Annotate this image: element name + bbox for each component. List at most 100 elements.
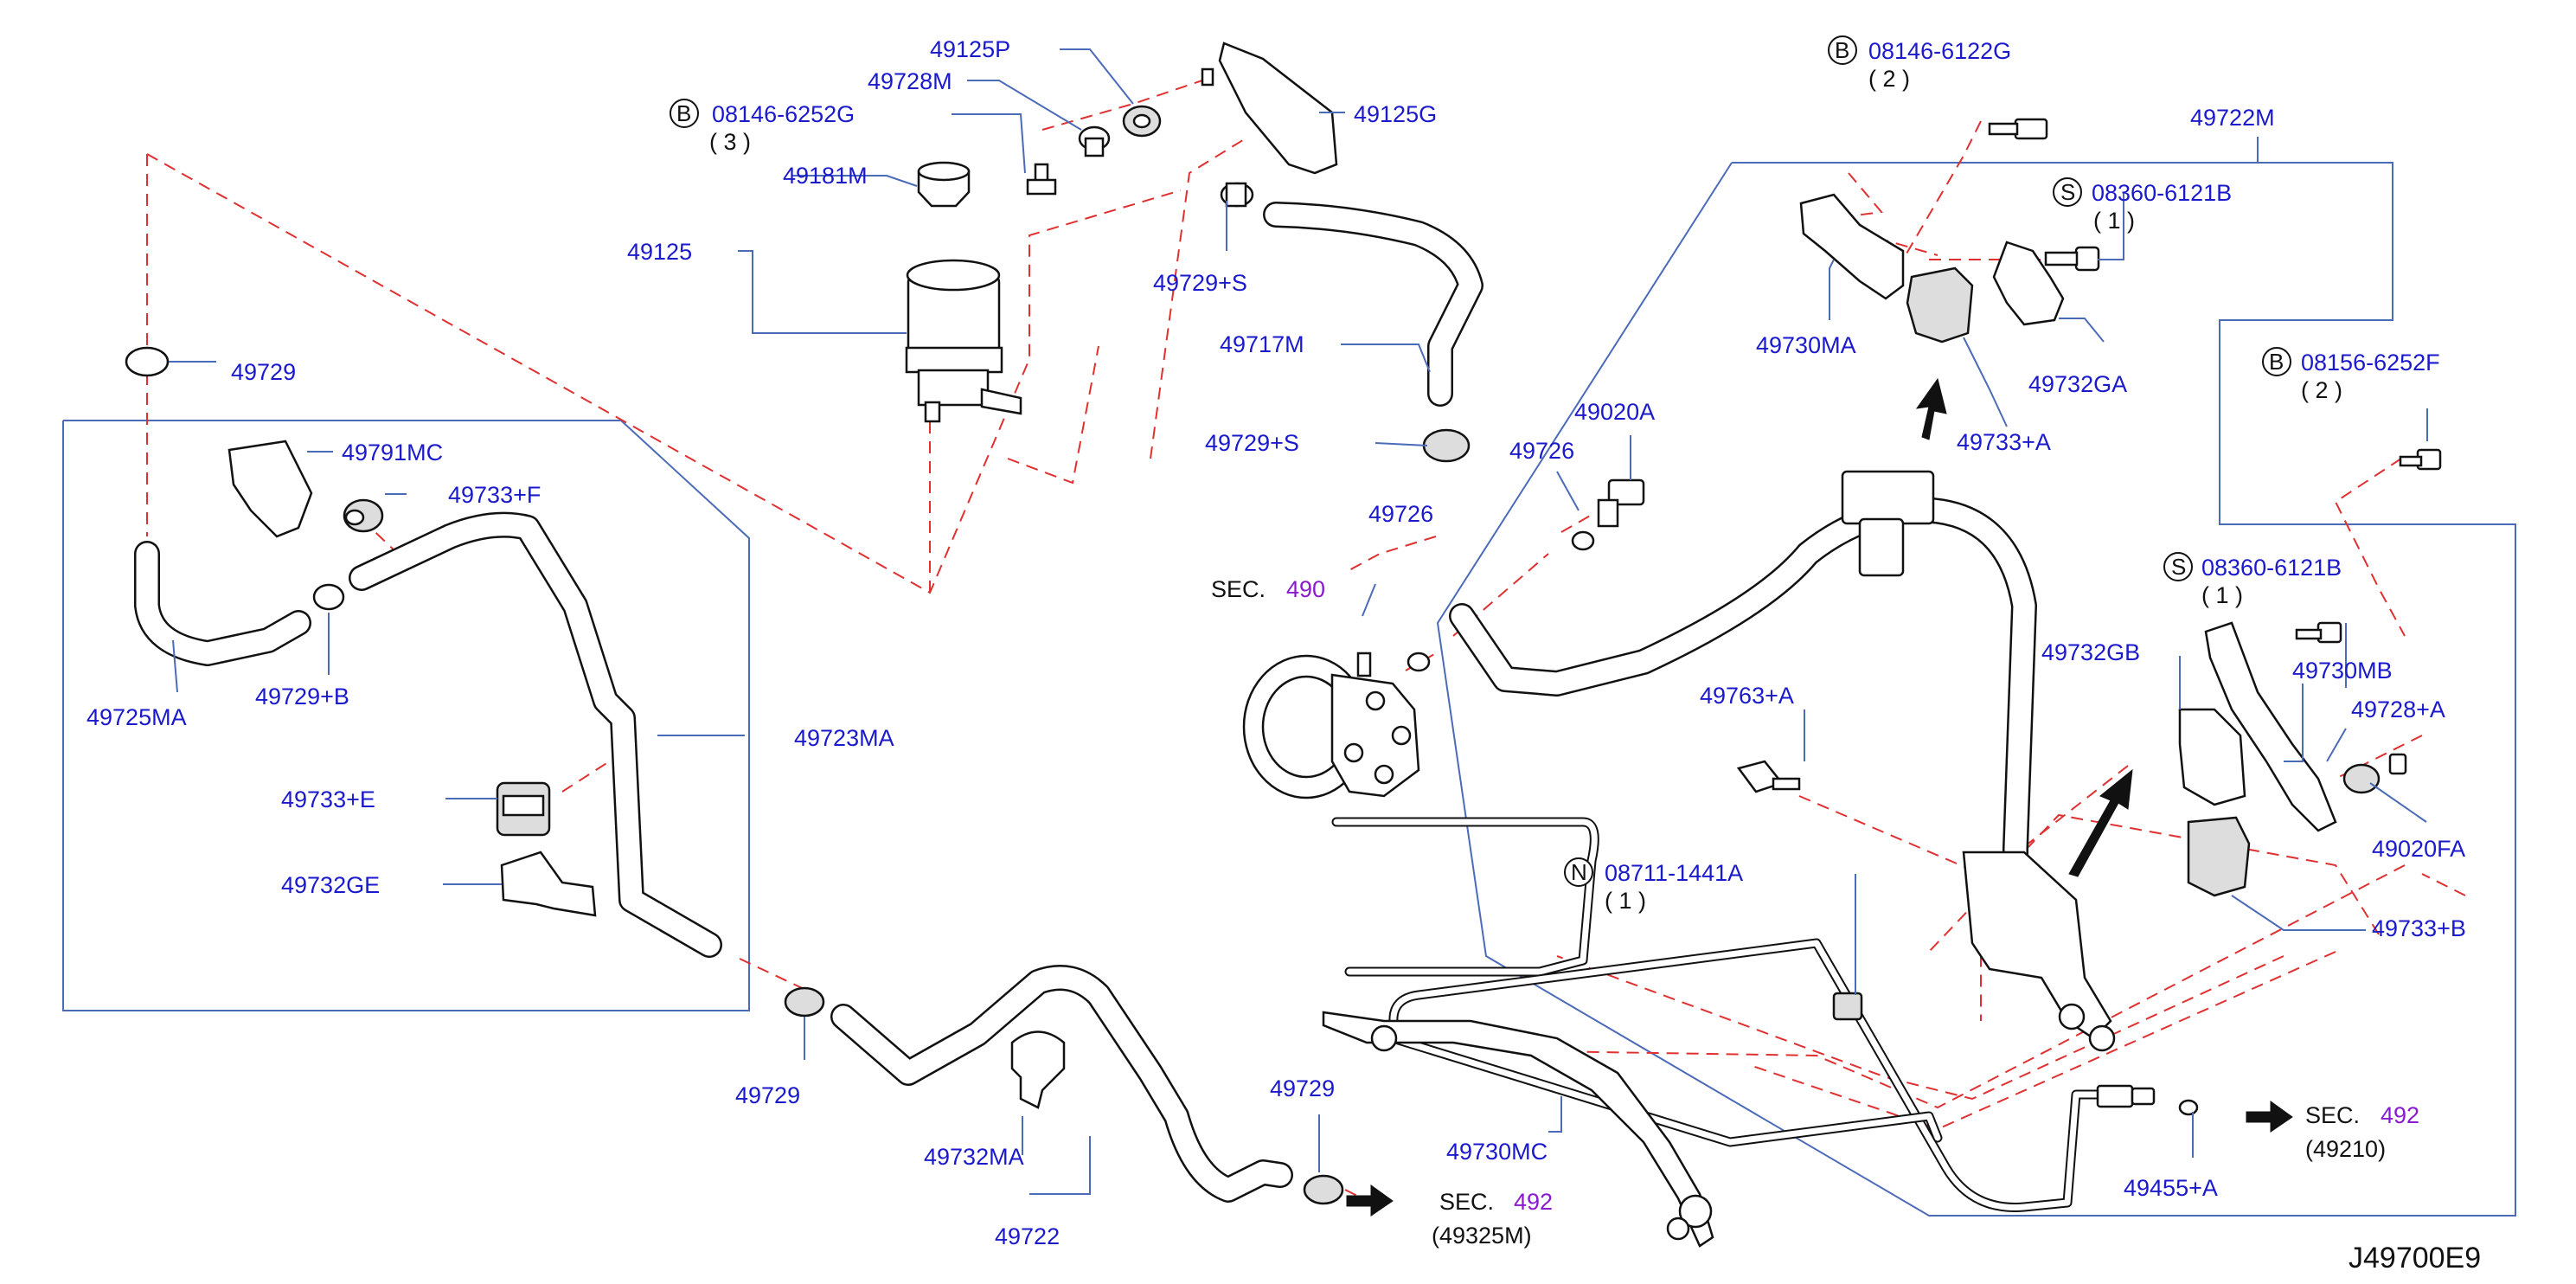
svg-text:SEC.: SEC. — [1211, 576, 1266, 602]
leader-lines — [169, 48, 2428, 1195]
diagram-reference-code: J49700E9 — [2349, 1242, 2481, 1274]
svg-text:SEC.: SEC. — [1439, 1189, 1494, 1215]
label-49455A: 49455+A — [2124, 1175, 2218, 1201]
bracket-49730MC — [1322, 1011, 1714, 1248]
bushing-49020FA — [2342, 763, 2381, 794]
label-49730MC: 49730MC — [1446, 1139, 1548, 1165]
hoses — [134, 202, 2037, 1203]
svg-text:B: B — [676, 100, 691, 126]
svg-text:492: 492 — [2381, 1102, 2419, 1128]
svg-text:08146-6122G: 08146-6122G — [1868, 38, 2011, 64]
svg-text:B: B — [1835, 37, 1849, 63]
arrow-up-lower — [2068, 768, 2133, 877]
bolt-08360-6121B-right — [2295, 621, 2342, 644]
label-49730MB: 49730MB — [2292, 658, 2393, 684]
svg-text:08156-6252F: 08156-6252F — [2301, 350, 2440, 376]
label-49763A: 49763+A — [1700, 683, 1794, 709]
clamp-49729S-top — [1220, 182, 1254, 208]
label-49732GB: 49732GB — [2041, 639, 2140, 665]
label-49125P: 49125P — [930, 36, 1010, 62]
clamp-49729-left — [125, 346, 170, 377]
svg-text:( 1 ): ( 1 ) — [2093, 208, 2135, 234]
nut-08711-1441A — [1832, 992, 1863, 1021]
label-49729B: 49729+B — [255, 684, 349, 709]
label-49729-left: 49729 — [231, 359, 296, 385]
arrow-right-right — [2246, 1101, 2293, 1133]
bracket-49730MA — [1799, 193, 1905, 300]
svg-text:S: S — [2171, 554, 2186, 580]
box-49722M — [1436, 162, 2516, 1217]
clamp-49729B — [312, 583, 345, 611]
svg-text:( 1 ): ( 1 ) — [2201, 582, 2243, 608]
grommet-49733E — [496, 781, 551, 837]
svg-text:08360-6121B: 08360-6121B — [2092, 180, 2232, 206]
grommet-49733B — [2187, 816, 2251, 897]
bolt-08156-6252F — [2399, 448, 2442, 471]
sec-492-right: SEC. 492 (49210) — [2305, 1102, 2419, 1162]
hose-lower-bracket — [1962, 851, 2116, 1052]
svg-text:( 2 ): ( 2 ) — [2301, 377, 2342, 403]
bushing-49125P — [1122, 105, 1162, 138]
label-49728M: 49728M — [868, 68, 952, 94]
arrow-right-bottom — [1346, 1184, 1394, 1217]
label-49729-bottom: 49729 — [735, 1082, 800, 1108]
labels: 49125P 49728M 49125G 49181M 49125 49729+… — [87, 36, 2481, 1274]
svg-text:(49325M): (49325M) — [1432, 1223, 1532, 1249]
bracket-49125G — [1201, 42, 1338, 175]
label-49732GA: 49732GA — [2028, 371, 2127, 397]
label-49730MA: 49730MA — [1756, 332, 1856, 358]
box-49723MA — [62, 420, 750, 1011]
label-49125G: 49125G — [1354, 101, 1437, 127]
sec-492-bottom: SEC. 492 (49325M) — [1432, 1189, 1553, 1249]
callout-08146-6252G: B 08146-6252G ( 3 ) — [676, 100, 855, 155]
label-49733F: 49733+F — [448, 482, 541, 508]
label-49181M: 49181M — [783, 163, 868, 189]
bolt-49728A — [2388, 753, 2407, 775]
bracket-49732GB — [2178, 708, 2246, 806]
hidden-lines — [146, 80, 2466, 1199]
grommet-49733A — [1906, 266, 1974, 343]
svg-text:B: B — [2269, 349, 2284, 375]
label-49729S-top: 49729+S — [1153, 270, 1247, 296]
svg-text:492: 492 — [1514, 1189, 1553, 1215]
cap-49181M — [917, 161, 971, 208]
svg-text:( 1 ): ( 1 ) — [1605, 888, 1646, 914]
label-49725MA: 49725MA — [87, 704, 187, 730]
fitting-49455A — [2096, 1084, 2199, 1116]
clamp-49729-right — [1303, 1174, 1344, 1205]
callout-08156-6252F: B 08156-6252F ( 2 ) — [2269, 349, 2440, 403]
label-49726-a: 49726 — [1368, 501, 1433, 527]
label-49729S-mid: 49729+S — [1205, 430, 1299, 456]
arrows — [1346, 377, 2293, 1217]
label-49733B: 49733+B — [2372, 915, 2466, 941]
svg-text:( 2 ): ( 2 ) — [1868, 66, 1910, 92]
label-49732MA: 49732MA — [924, 1144, 1024, 1170]
label-49723MA: 49723MA — [794, 725, 894, 751]
clamp-49729S-mid — [1422, 428, 1471, 463]
label-49728A: 49728+A — [2351, 697, 2445, 722]
svg-text:(49210): (49210) — [2305, 1136, 2386, 1162]
svg-text:490: 490 — [1286, 576, 1325, 602]
svg-text:SEC.: SEC. — [2305, 1102, 2360, 1128]
arrow-up-upper — [1915, 377, 1947, 440]
reservoir-49125 — [905, 259, 1022, 423]
label-49020FA: 49020FA — [2372, 836, 2465, 862]
callout-08146-6122G: B 08146-6122G ( 2 ) — [1835, 37, 2011, 92]
label-49125: 49125 — [627, 239, 692, 265]
svg-text:N: N — [1571, 859, 1587, 885]
svg-text:( 3 ): ( 3 ) — [709, 129, 751, 155]
svg-text:S: S — [2060, 179, 2075, 205]
bracket-49732MA — [1010, 1030, 1066, 1109]
sec-490: SEC. 490 — [1211, 576, 1325, 602]
bolt-08146-6122G — [1988, 118, 2048, 140]
label-49722M: 49722M — [2190, 105, 2275, 131]
parts — [125, 42, 2442, 1205]
label-49733A: 49733+A — [1957, 429, 2051, 455]
label-49726-b: 49726 — [1509, 438, 1574, 464]
pipes — [1331, 817, 2133, 1212]
label-49733E: 49733+E — [281, 786, 375, 812]
label-49020A: 49020A — [1574, 399, 1655, 425]
bolt-49020A — [1597, 478, 1645, 528]
